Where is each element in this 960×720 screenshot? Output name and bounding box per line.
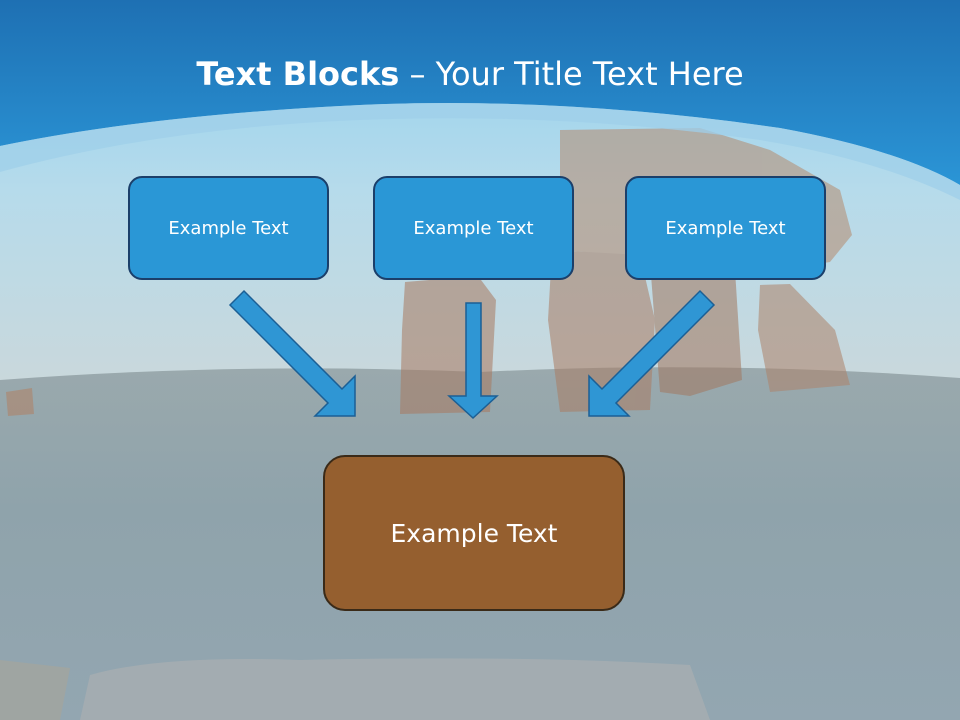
slide-title: Text Blocks – Your Title Text Here: [0, 52, 940, 96]
title-separator: –: [399, 55, 436, 93]
title-bold: Text Blocks: [196, 55, 400, 93]
target-block[interactable]: Example Text: [323, 455, 625, 611]
arrow-left: [228, 289, 356, 417]
text-block-3[interactable]: Example Text: [625, 176, 826, 280]
title-rest: Your Title Text Here: [435, 55, 744, 93]
text-block-2[interactable]: Example Text: [373, 176, 574, 280]
text-block-2-label: Example Text: [413, 217, 534, 239]
text-block-3-label: Example Text: [665, 217, 786, 239]
target-block-label: Example Text: [390, 518, 558, 548]
arrow-right: [588, 289, 716, 417]
arrow-center: [447, 302, 499, 420]
text-block-1[interactable]: Example Text: [128, 176, 329, 280]
text-block-1-label: Example Text: [168, 217, 289, 239]
